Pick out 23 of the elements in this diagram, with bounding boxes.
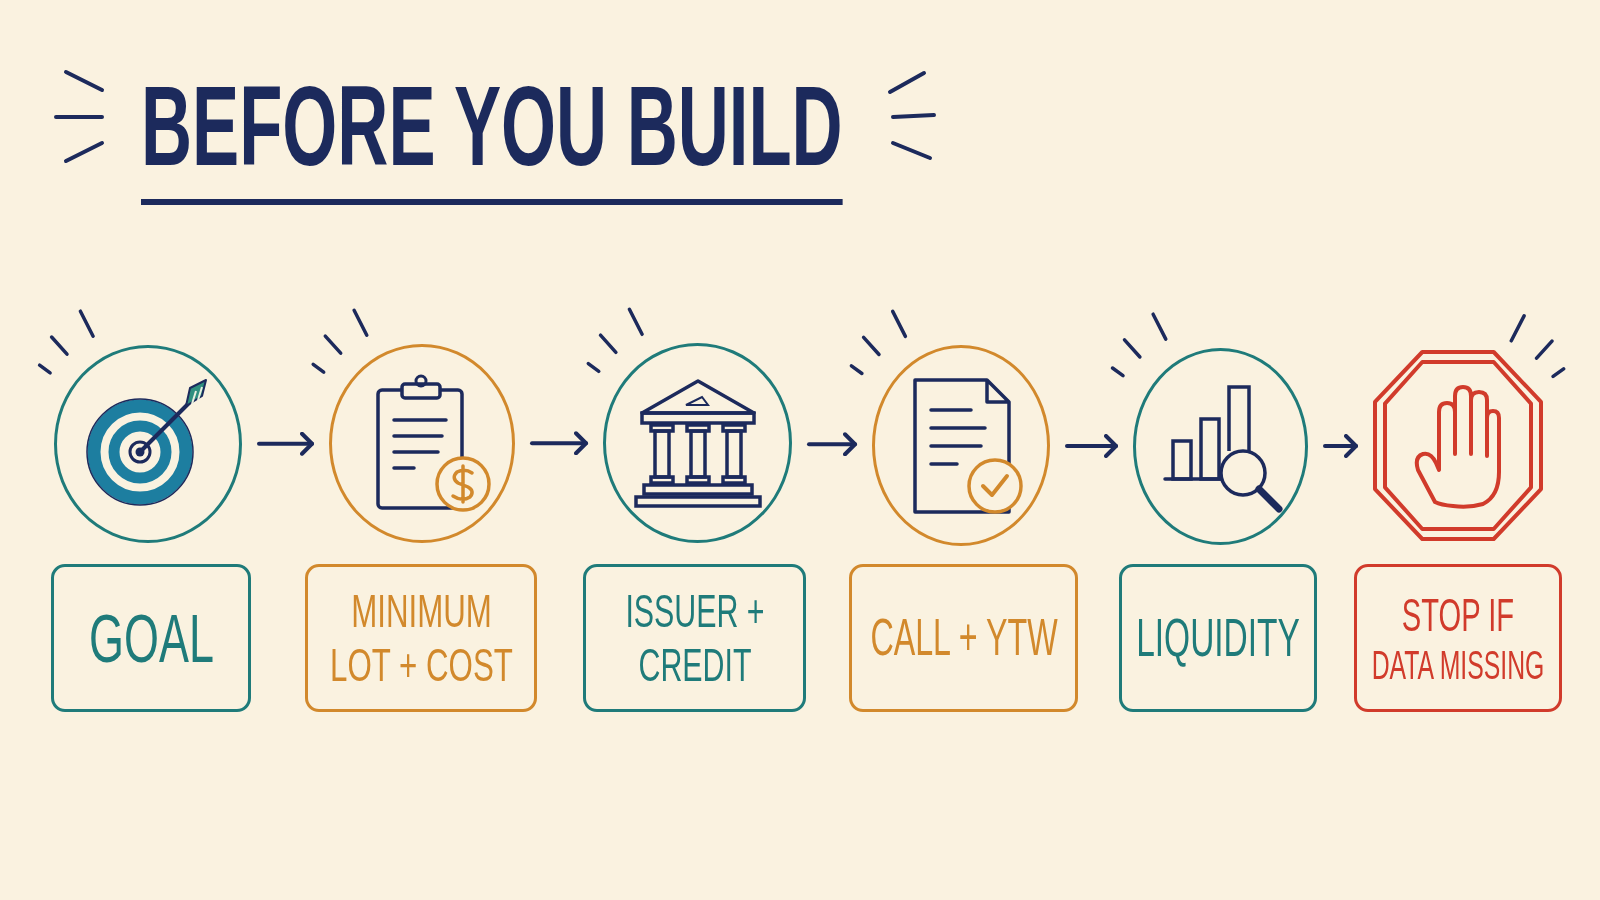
step-label: STOP IF DATA MISSING	[1370, 586, 1546, 690]
step-card	[1119, 564, 1317, 712]
step-card	[849, 564, 1078, 712]
step-card	[305, 564, 537, 712]
step-label: MINIMUM LOT + COST	[328, 583, 514, 693]
arrow	[1323, 434, 1358, 458]
step-circle	[603, 343, 792, 543]
step-card	[583, 564, 806, 712]
stop-octagon	[1373, 350, 1543, 541]
arrow	[1065, 434, 1118, 458]
step-circle	[1133, 348, 1308, 545]
step-card	[51, 564, 251, 712]
step-label: CALL + YTW	[869, 607, 1058, 669]
step-circle	[54, 345, 242, 543]
step-label: ISSUER + CREDIT	[623, 583, 766, 693]
step-label: LIQUIDITY	[1136, 606, 1300, 670]
step-label: GOAL	[88, 598, 214, 678]
arrow	[257, 431, 314, 456]
arrow	[530, 431, 588, 456]
arrow	[807, 432, 857, 457]
step-circle	[872, 345, 1050, 546]
step-circle	[329, 344, 515, 543]
step-card	[1354, 564, 1562, 712]
